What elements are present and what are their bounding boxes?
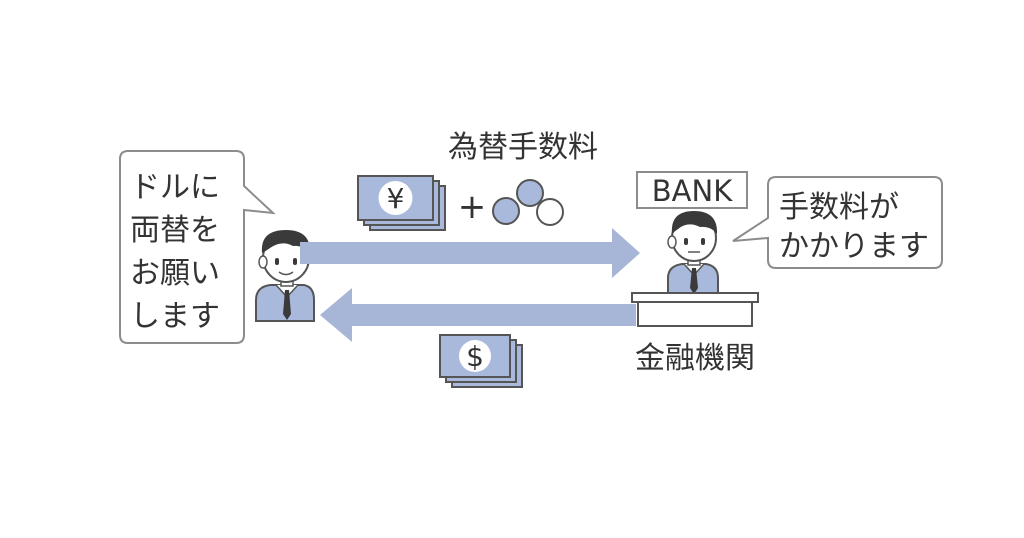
bank-speech-bubble: 手数料が かかります — [732, 176, 943, 269]
customer-speech-line-3: お願い — [130, 256, 220, 291]
bank-speech-line-1: 手数料が — [779, 190, 899, 225]
fee-title: 為替手数料 — [448, 130, 598, 165]
bank-clerk-icon — [667, 211, 719, 297]
arrow-to-customer — [320, 288, 636, 342]
bank-counter-icon — [631, 292, 759, 327]
customer-speech-line-1: ドルに — [130, 170, 220, 205]
yen-symbol: ¥ — [387, 182, 405, 215]
bank-sign-text: BANK — [652, 174, 733, 208]
plus-sign: + — [458, 187, 487, 227]
dollar-bills-icon: $ — [439, 334, 523, 388]
bank-sign: BANK — [636, 171, 748, 209]
arrow-to-bank — [300, 228, 640, 278]
bank-speech-line-2: かかります — [779, 229, 929, 264]
financial-institution-label: 金融機関 — [635, 341, 755, 376]
customer-speech-line-4: します — [130, 299, 220, 334]
dollar-symbol: $ — [466, 340, 484, 373]
yen-bills-icon: ¥ — [357, 175, 446, 231]
coins-icon — [492, 179, 564, 226]
customer-speech-line-2: 両替を — [130, 213, 220, 248]
customer-speech-bubble: ドルに 両替を お願い します — [119, 150, 276, 344]
